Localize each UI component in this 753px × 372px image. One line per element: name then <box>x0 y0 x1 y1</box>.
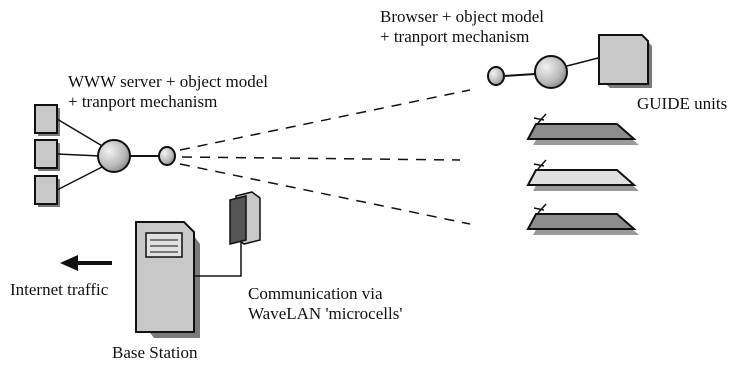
guide-handheld-device-icon <box>598 34 652 88</box>
base-station-icon <box>135 221 200 338</box>
guide-unit-tablet-1-icon <box>526 113 639 145</box>
browser-label-line1: Browser + object model <box>380 7 544 26</box>
guide-unit-tablet-2-icon <box>526 159 639 191</box>
internet-traffic-arrow-icon <box>60 255 112 271</box>
server-unit-icons <box>34 104 60 207</box>
wireless-links <box>179 89 471 225</box>
server-unit-bottom-icon <box>34 175 60 207</box>
communication-label-line1: Communication via <box>248 284 383 303</box>
communication-label-line2: WaveLAN 'microcells' <box>248 304 403 323</box>
server-label-line2: + tranport mechanism <box>68 92 218 111</box>
internet-traffic-label: Internet traffic <box>10 280 109 299</box>
wireless-link-browser <box>179 89 471 151</box>
server-unit-top-icon <box>34 104 60 136</box>
guide-unit-tablet-3-icon <box>526 203 639 235</box>
guide-units-label: GUIDE units <box>637 94 728 113</box>
server-transport-node-icon <box>158 146 176 166</box>
server-connector-lines <box>56 118 105 191</box>
browser-connector-line <box>566 57 599 67</box>
browser-label-line2: + tranport mechanism <box>380 27 530 46</box>
wavelan-transceiver-icon <box>229 191 261 245</box>
browser-transport-link <box>503 73 536 77</box>
base-station-label: Base Station <box>112 343 198 362</box>
browser-transport-node-icon <box>487 66 505 86</box>
server-unit-middle-icon <box>34 139 60 171</box>
wireless-link-unit-2 <box>181 156 461 161</box>
server-object-model-icon <box>97 139 131 173</box>
wireless-link-unit-3 <box>179 163 471 225</box>
server-label-line1: WWW server + object model <box>68 72 268 91</box>
base-station-transceiver-link <box>194 242 242 277</box>
browser-object-model-icon <box>534 55 568 89</box>
